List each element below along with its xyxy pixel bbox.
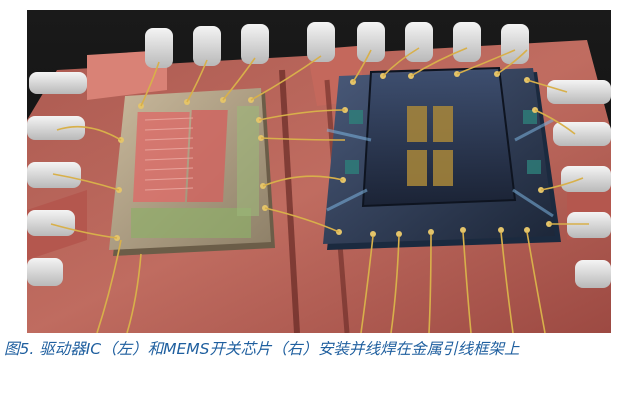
figure-caption: 图5. 驱动器IC（左）和MEMS开关芯片（右）安装并线焊在金属引线框架上 (4, 340, 520, 358)
bond-wires (50, 47, 589, 333)
left-bond-pads (27, 72, 87, 286)
chip-photo-illustration (27, 10, 611, 333)
top-bond-pads (145, 22, 529, 68)
chip-photo-figure (27, 10, 611, 333)
right-bond-pads (547, 80, 611, 288)
mems-switch-die (323, 66, 561, 250)
driver-ic-die (109, 88, 275, 256)
